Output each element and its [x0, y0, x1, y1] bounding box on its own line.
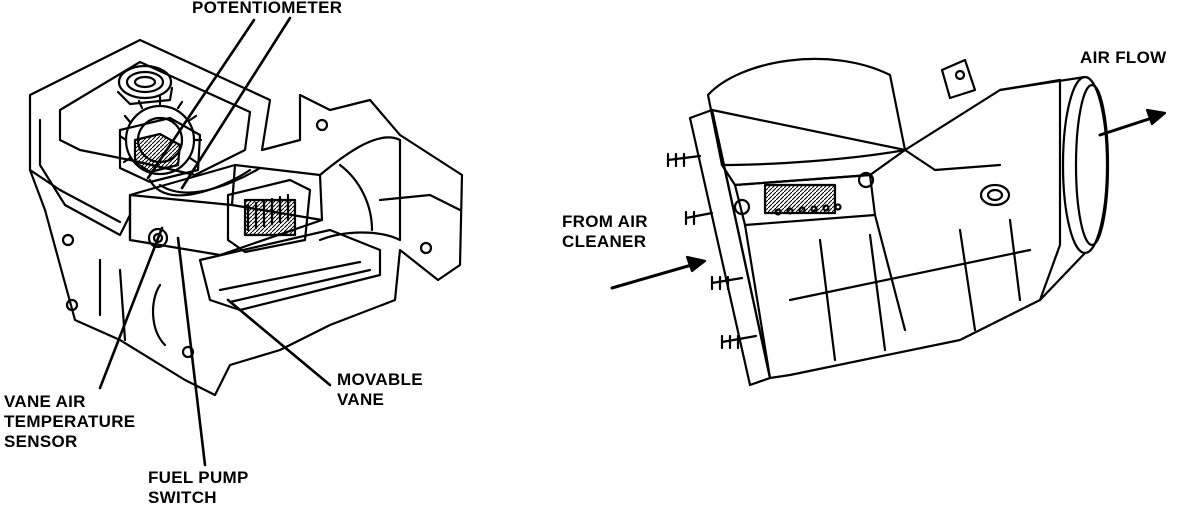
- label-vane-air-temperature-sensor: VANE AIR TEMPERATURE SENSOR: [4, 392, 135, 452]
- leader-movable-vane: [226, 298, 332, 387]
- label-fuel-pump-line1: FUEL PUMP: [148, 468, 249, 487]
- leader-fuel-pump-switch: [176, 236, 207, 467]
- connector-plug: [226, 178, 312, 254]
- label-air-flow: AIR FLOW: [1080, 48, 1167, 67]
- label-from-air-cleaner: FROM AIR CLEANER: [562, 212, 648, 252]
- label-from-air-cleaner-line2: CLEANER: [562, 232, 647, 251]
- label-fuel-pump-switch: FUEL PUMP SWITCH: [148, 468, 249, 508]
- label-movable-vane-line2: VANE: [337, 390, 385, 409]
- label-vane-air-line1: VANE AIR: [4, 392, 86, 411]
- label-vane-air-line2: TEMPERATURE: [4, 412, 136, 431]
- potentiometer-block: [118, 116, 202, 184]
- cover-recess: [58, 60, 252, 177]
- airflow-arrows: [610, 108, 1167, 290]
- vane-meter-assembly: [666, 57, 1110, 387]
- leader-lines: [98, 16, 332, 467]
- vane-meter-cutaway: [28, 38, 464, 397]
- outlet-tube: [998, 75, 1110, 302]
- side-connector: [733, 171, 877, 227]
- arrow-air-flow: [1098, 108, 1167, 137]
- label-movable-vane: MOVABLE VANE: [337, 370, 423, 410]
- label-from-air-cleaner-line1: FROM AIR: [562, 212, 648, 231]
- label-vane-air-line3: SENSOR: [4, 432, 78, 451]
- gear: [118, 95, 203, 176]
- leader-vane-air-temperature-sensor: [98, 226, 164, 390]
- mounting-studs: [666, 152, 758, 350]
- spring-coil: [116, 64, 174, 106]
- label-movable-vane-line1: MOVABLE: [337, 370, 423, 389]
- label-fuel-pump-line2: SWITCH: [148, 488, 217, 507]
- arrow-from-air-cleaner: [610, 255, 707, 290]
- leader-potentiometer: [180, 16, 292, 190]
- meter-body: [710, 78, 1062, 380]
- vane-duct: [318, 136, 402, 242]
- top-cover: [706, 57, 907, 167]
- housing-outline: [28, 38, 464, 397]
- label-potentiometer: POTENTIOMETER: [192, 0, 343, 17]
- movable-vane: [198, 228, 382, 312]
